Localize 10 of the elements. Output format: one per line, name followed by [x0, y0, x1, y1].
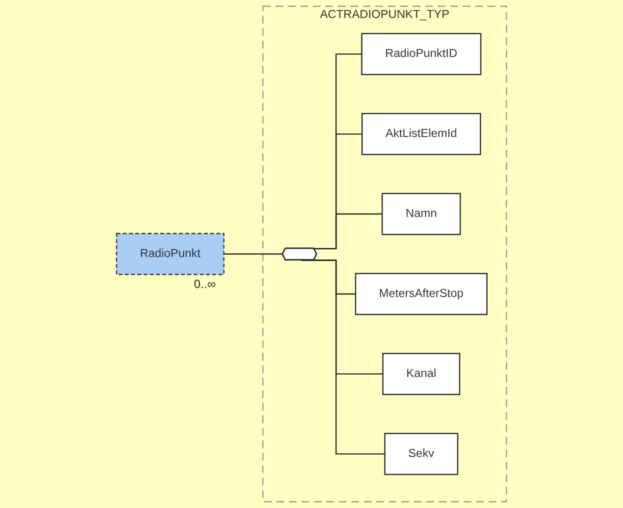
node-box — [384, 432, 458, 476]
cardinality-label: 0..∞ — [194, 277, 216, 292]
node-box — [116, 232, 224, 276]
node-box — [354, 272, 488, 316]
node-box — [361, 112, 482, 156]
cluster — [262, 6, 508, 502]
node-box — [382, 192, 461, 236]
node-box — [361, 32, 482, 76]
node-box — [382, 352, 460, 396]
connector — [224, 253, 284, 255]
